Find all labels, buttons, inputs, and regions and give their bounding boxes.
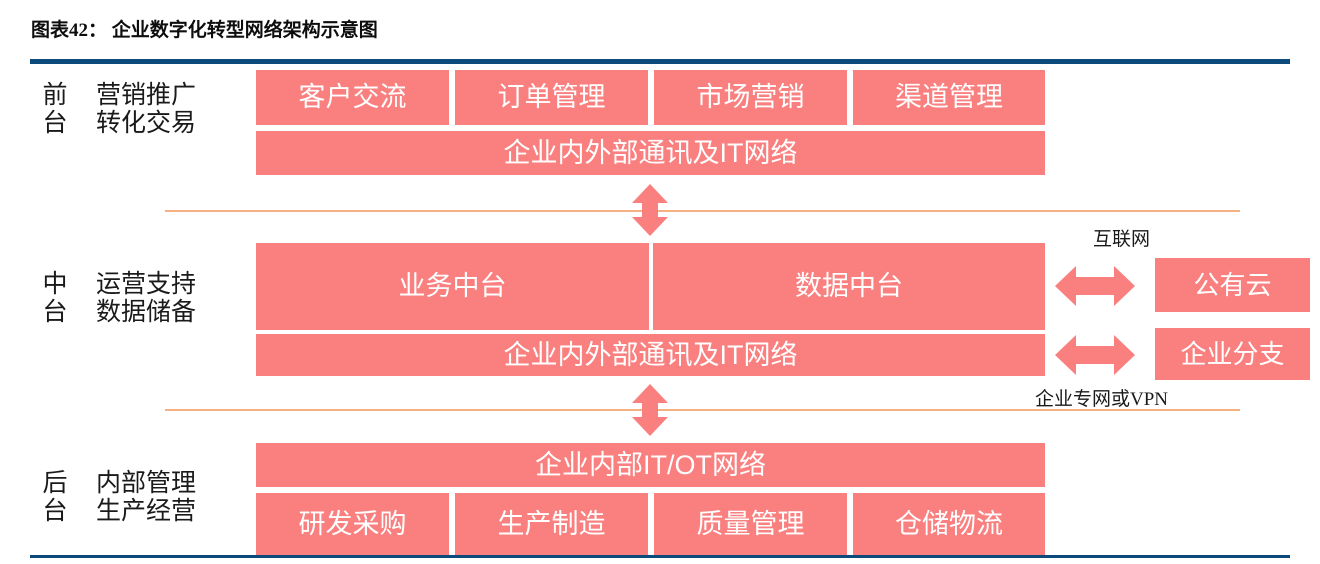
tier-name-middle: 中 台 xyxy=(42,271,68,327)
tier-name-front: 前 台 xyxy=(42,82,68,138)
tier-desc-back: 内部管理 生产经营 xyxy=(96,470,197,526)
tier-desc-front: 营销推广 转化交易 xyxy=(96,82,197,138)
divider-front-middle xyxy=(165,210,1240,212)
module-front-3[interactable]: 渠道管理 xyxy=(853,70,1045,125)
network-bar-middle[interactable]: 企业内外部通讯及IT网络 xyxy=(256,334,1045,376)
arrow-middle-branch-icon xyxy=(1055,335,1135,375)
network-bar-back[interactable]: 企业内部IT/OT网络 xyxy=(256,443,1045,487)
bottom-rule xyxy=(30,555,1290,558)
divider-middle-back xyxy=(165,409,1240,411)
external-node-cloud[interactable]: 公有云 xyxy=(1155,258,1310,312)
module-front-1[interactable]: 订单管理 xyxy=(455,70,648,125)
external-node-branch[interactable]: 企业分支 xyxy=(1155,328,1310,380)
network-bar-front[interactable]: 企业内外部通讯及IT网络 xyxy=(256,131,1045,175)
module-front-0[interactable]: 客户交流 xyxy=(256,70,449,125)
module-middle-1[interactable]: 数据中台 xyxy=(653,243,1045,330)
module-middle-0[interactable]: 业务中台 xyxy=(256,243,649,330)
arrow-front-middle-icon xyxy=(632,184,668,236)
module-back-1[interactable]: 生产制造 xyxy=(455,493,648,555)
arrow-middle-back-icon xyxy=(632,384,668,436)
label-vpn: 企业专网或VPN xyxy=(1035,389,1169,410)
top-rule xyxy=(30,59,1290,64)
tier-name-back: 后 台 xyxy=(42,470,68,526)
module-back-0[interactable]: 研发采购 xyxy=(256,493,449,555)
label-internet: 互联网 xyxy=(1093,229,1151,250)
tier-desc-middle: 运营支持 数据储备 xyxy=(96,271,197,327)
arrow-middle-cloud-icon xyxy=(1055,266,1135,306)
module-back-3[interactable]: 仓储物流 xyxy=(853,493,1045,555)
page-title: 图表42： 企业数字化转型网络架构示意图 xyxy=(31,20,378,41)
module-front-2[interactable]: 市场营销 xyxy=(654,70,847,125)
module-back-2[interactable]: 质量管理 xyxy=(654,493,847,555)
